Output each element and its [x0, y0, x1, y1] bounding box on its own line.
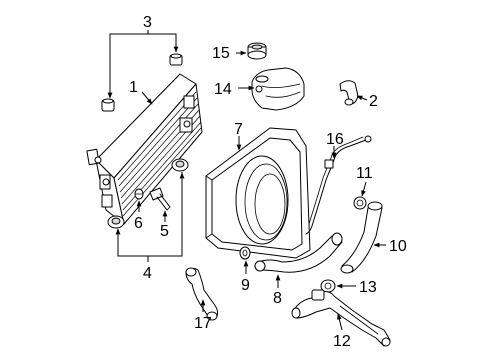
- radiator-hose-lower: [254, 232, 343, 273]
- callout-17: 17: [194, 315, 212, 332]
- callout-13: 13: [359, 279, 377, 296]
- upper-mount-right: [169, 53, 183, 66]
- radiator-hose-upper: [340, 201, 383, 274]
- reservoir-cap: [247, 42, 267, 60]
- upper-mount-left: [101, 98, 115, 112]
- lower-mount-left: [107, 215, 125, 229]
- hose-clamp: [239, 246, 251, 260]
- fan-shroud: [205, 127, 311, 259]
- coolant-reservoir: [251, 67, 305, 111]
- coolant-tube: [305, 135, 372, 235]
- bypass-hose: [185, 267, 219, 321]
- callout-9: 9: [241, 277, 250, 294]
- callout-3: 3: [143, 14, 152, 31]
- callout-10: 10: [389, 238, 407, 255]
- callout-14: 14: [214, 81, 232, 98]
- drain-plug: [134, 188, 144, 200]
- heater-tube-assembly: [291, 289, 391, 347]
- callout-11: 11: [356, 165, 373, 182]
- callout-1: 1: [129, 79, 138, 96]
- small-hose: [339, 80, 359, 106]
- callout-5: 5: [160, 223, 169, 240]
- hose-clamp-small: [353, 196, 367, 210]
- callout-7: 7: [234, 121, 243, 138]
- callout-8: 8: [273, 290, 282, 307]
- bolt: [149, 187, 171, 211]
- callout-4: 4: [143, 265, 152, 282]
- callout-15: 15: [212, 45, 230, 62]
- callout-labels: 3 1 6 5 4 7 15 14 2 16 11 10 9 8 13 12 1…: [129, 14, 407, 350]
- callout-16: 16: [326, 131, 344, 148]
- callout-12: 12: [333, 333, 351, 350]
- radiator: [86, 73, 203, 225]
- leader-lines: [107, 30, 386, 331]
- callout-2: 2: [369, 93, 378, 110]
- callout-6: 6: [134, 215, 143, 232]
- lower-mount-right: [171, 158, 189, 172]
